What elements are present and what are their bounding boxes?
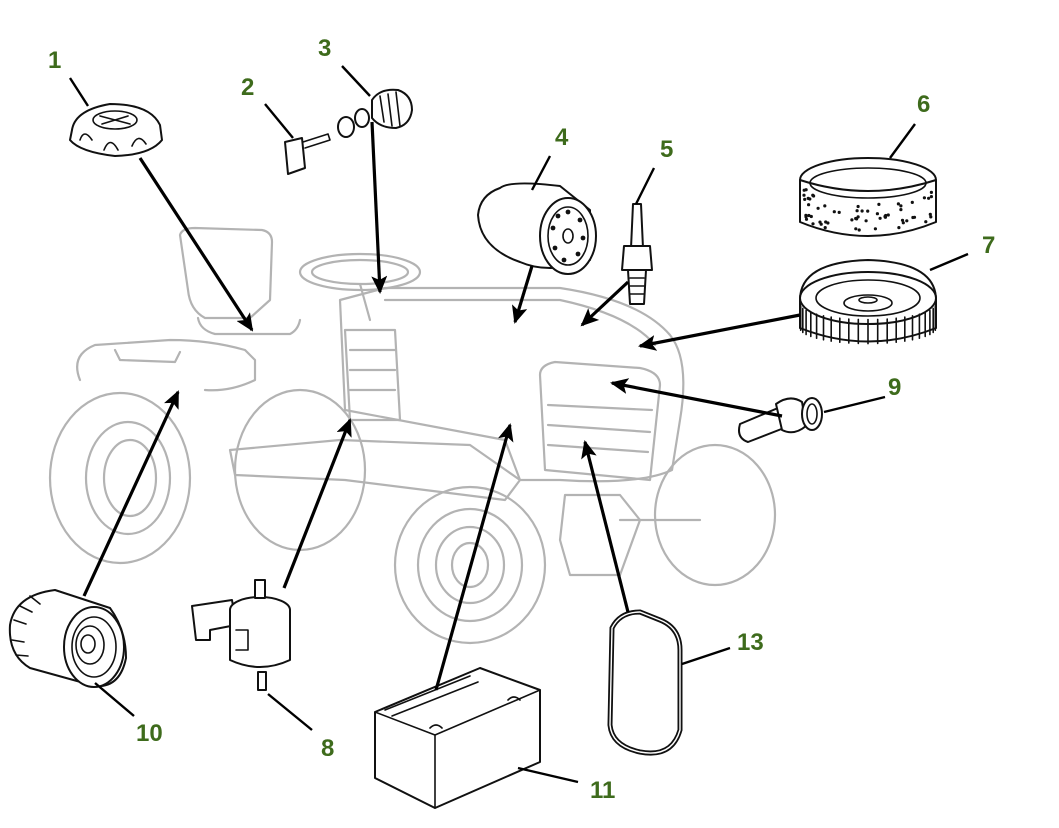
callout-2: 2 [241, 74, 255, 101]
leader-lines [68, 65, 969, 784]
fuel-pump-part[interactable] [191, 579, 291, 691]
drive-belt-part[interactable] [607, 609, 683, 756]
callout-3: 3 [318, 35, 332, 62]
fuel-cap-part[interactable] [69, 103, 163, 157]
air-prefilter-part[interactable] [799, 157, 937, 237]
tractor-outline [48, 226, 777, 645]
ignition-switch-part[interactable] [337, 88, 413, 138]
callout-11: 11 [590, 777, 616, 804]
battery-part[interactable] [374, 667, 541, 809]
ignition-key-part[interactable] [284, 133, 331, 175]
callout-1: 1 [48, 47, 62, 74]
callout-9: 9 [888, 374, 902, 401]
air-filter-part[interactable] [799, 259, 937, 345]
fuel-filter-part[interactable] [477, 182, 597, 275]
callout-10: 10 [136, 720, 163, 747]
callout-4: 4 [555, 124, 569, 151]
callout-7: 7 [982, 232, 996, 259]
callout-5: 5 [660, 136, 674, 163]
headlight-bulb-part[interactable] [738, 397, 823, 443]
oil-filter-part[interactable] [8, 589, 127, 688]
pointer-arrows [82, 121, 801, 691]
callout-13: 13 [737, 629, 764, 656]
spark-plug-part[interactable] [621, 203, 653, 305]
callout-6: 6 [917, 91, 931, 118]
callout-8: 8 [321, 735, 335, 762]
